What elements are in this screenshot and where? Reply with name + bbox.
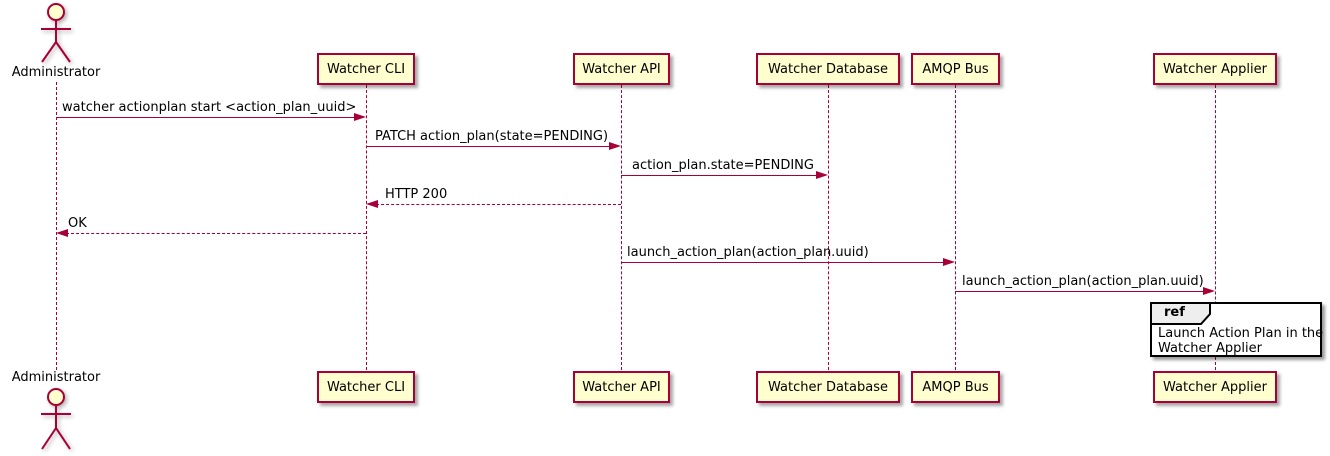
- arrowhead-right-icon: [354, 113, 366, 121]
- message-label: launch_action_plan(action_plan.uuid): [962, 274, 1204, 289]
- arrowhead-left-icon: [56, 229, 68, 237]
- message-line: [955, 291, 1205, 292]
- message-label: OK: [68, 216, 87, 231]
- message-label: action_plan.state=PENDING: [632, 158, 814, 173]
- ref-tab-label: ref: [1164, 305, 1185, 320]
- arrowhead-right-icon: [816, 171, 828, 179]
- participant-watcher-applier-top: Watcher Applier: [1153, 53, 1277, 85]
- participant-watcher-cli-top: Watcher CLI: [317, 53, 415, 85]
- lifeline-watcher-api: [621, 85, 622, 370]
- arrowhead-left-icon: [366, 200, 378, 208]
- message-line: [56, 117, 356, 118]
- participant-watcher-database-top: Watcher Database: [756, 53, 900, 85]
- actor-icon: [41, 3, 71, 63]
- lifeline-watcher-database: [828, 85, 829, 370]
- participant-amqp-bus-bottom: AMQP Bus: [911, 371, 1000, 403]
- ref-fragment: ref Launch Action Plan in the Watcher Ap…: [1150, 302, 1324, 357]
- message-label: launch_action_plan(action_plan.uuid): [627, 245, 869, 260]
- participant-watcher-cli-bottom: Watcher CLI: [317, 371, 415, 403]
- message-line: [621, 175, 818, 176]
- message-line: [366, 146, 611, 147]
- ref-tab-shape: [1150, 302, 1211, 325]
- actor-label-bottom: Administrator: [11, 370, 101, 385]
- message-label: watcher actionplan start <action_plan_uu…: [62, 100, 357, 115]
- lifeline-watcher-applier: [1215, 85, 1216, 370]
- participant-watcher-applier-bottom: Watcher Applier: [1153, 371, 1277, 403]
- arrowhead-right-icon: [609, 142, 621, 150]
- message-label: HTTP 200: [385, 187, 448, 202]
- message-line: [66, 233, 366, 234]
- message-label: PATCH action_plan(state=PENDING): [375, 129, 609, 144]
- lifeline-watcher-cli: [366, 85, 367, 370]
- actor-icon: [41, 388, 71, 450]
- participant-watcher-api-top: Watcher API: [573, 53, 670, 85]
- arrowhead-right-icon: [1203, 287, 1215, 295]
- lifeline-administrator: [56, 82, 57, 370]
- actor-label-top: Administrator: [11, 65, 101, 80]
- ref-text-line1: Launch Action Plan in the: [1158, 326, 1324, 341]
- participant-watcher-database-bottom: Watcher Database: [756, 371, 900, 403]
- participant-amqp-bus-top: AMQP Bus: [911, 53, 1000, 85]
- ref-text-line2: Watcher Applier: [1158, 341, 1262, 356]
- participant-watcher-api-bottom: Watcher API: [573, 371, 670, 403]
- message-line: [376, 204, 621, 205]
- arrowhead-right-icon: [943, 258, 955, 266]
- message-line: [621, 262, 945, 263]
- lifeline-amqp-bus: [955, 85, 956, 370]
